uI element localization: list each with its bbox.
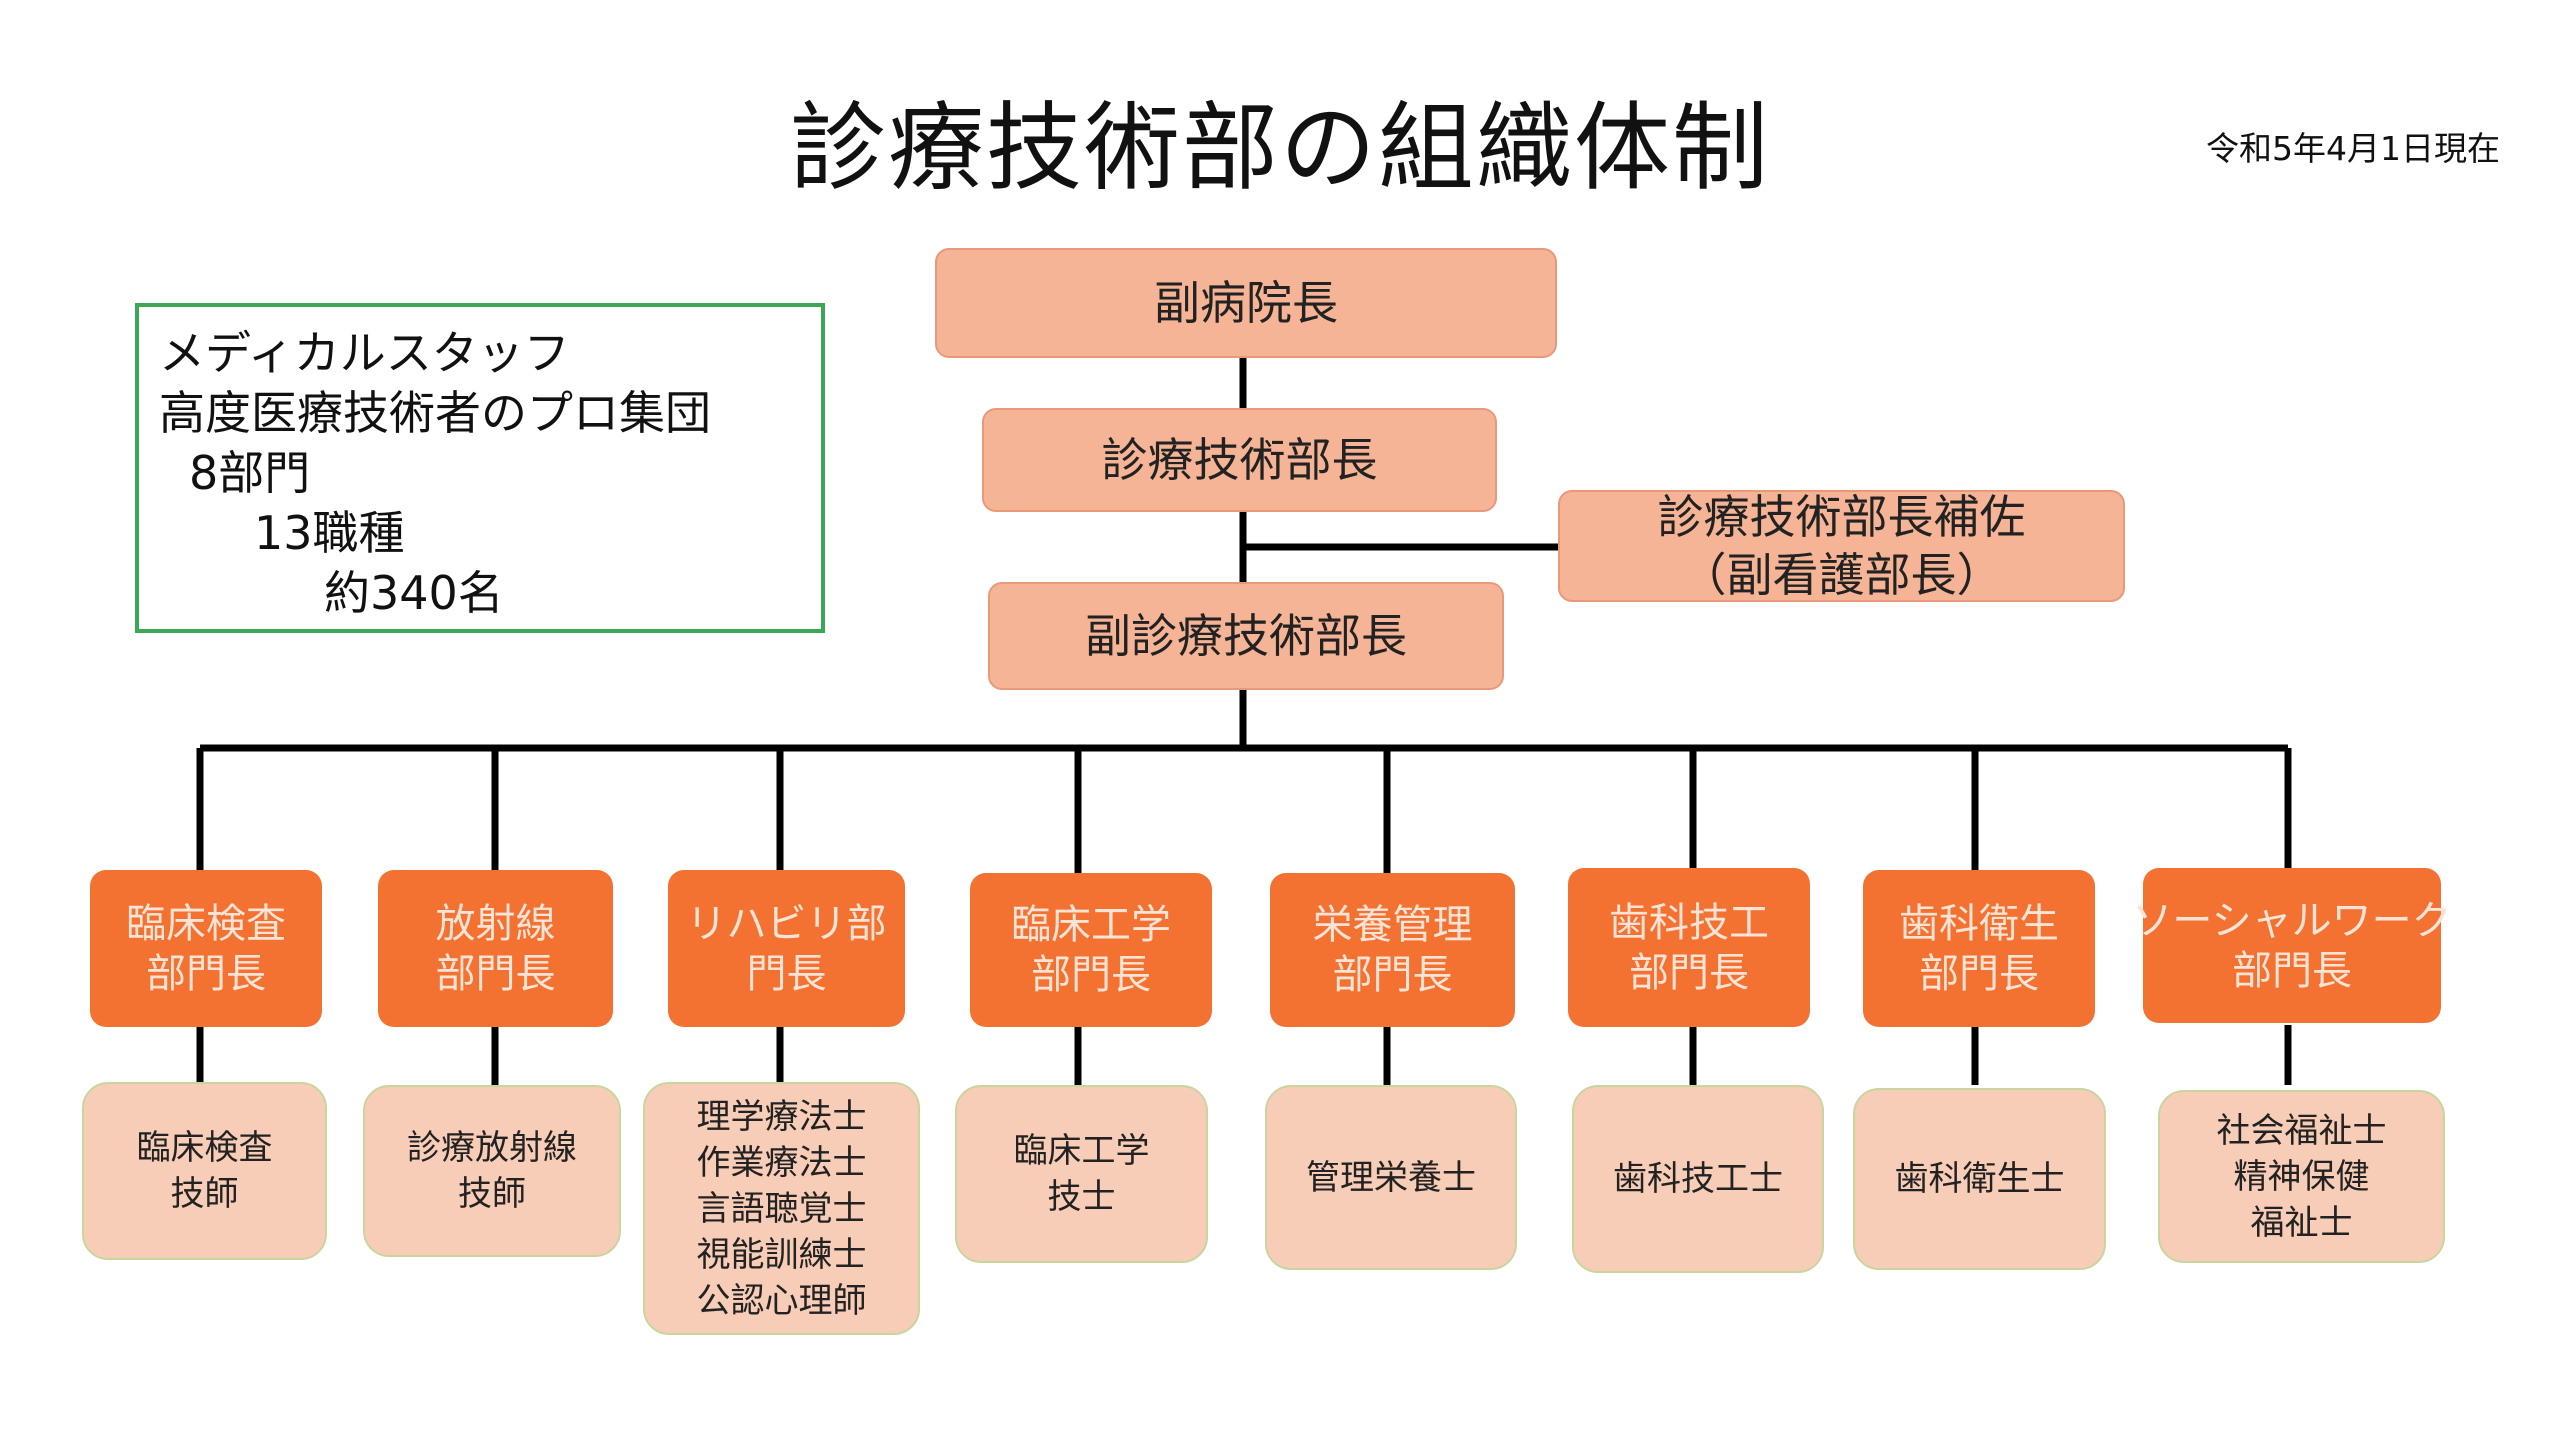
- department-head-line: 部門長: [1031, 952, 1151, 998]
- info-line-job-types: 13職種: [254, 506, 405, 560]
- department-head-line: 部門長: [1332, 952, 1453, 998]
- staff-line: 精神保健: [2233, 1156, 2370, 1197]
- staff-line: 視能訓練士: [696, 1234, 867, 1275]
- info-box: メディカルスタッフ 高度医療技術者のプロ集団 8部門 13職種 約340名: [135, 303, 825, 633]
- as-of-date: 令和5年4月1日現在: [2206, 129, 2500, 168]
- department-head-line: 歯科衛生: [1899, 900, 2059, 947]
- director-label: 診療技術部長: [1101, 433, 1378, 487]
- staff-line: 技士: [1047, 1177, 1116, 1217]
- department-head-line: 歯科技工: [1609, 899, 1769, 946]
- staff-clinical-lab: 臨床検査 技師: [82, 1082, 327, 1260]
- department-head-line: 臨床工学: [1011, 902, 1171, 948]
- deputy-director-box: 副診療技術部長: [988, 582, 1504, 690]
- department-head-rehabilitation: リハビリ部 門長: [668, 870, 905, 1027]
- department-head-clinical-engineering: 臨床工学 部門長: [970, 873, 1212, 1027]
- staff-nutrition: 管理栄養士: [1265, 1085, 1517, 1270]
- department-head-line: 部門長: [1919, 950, 2039, 997]
- staff-line: 福祉士: [2250, 1202, 2353, 1243]
- staff-social-work: 社会福祉士 精神保健 福祉士: [2158, 1090, 2445, 1263]
- staff-line: 歯科衛生士: [1894, 1159, 2065, 1199]
- staff-line: 臨床工学: [1013, 1131, 1150, 1171]
- department-head-dental-technology: 歯科技工 部門長: [1568, 868, 1810, 1027]
- info-line-headcount: 約340名: [324, 566, 504, 620]
- staff-line: 作業療法士: [696, 1142, 867, 1183]
- department-head-radiology: 放射線 部門長: [378, 870, 613, 1027]
- department-head-line: 部門長: [146, 950, 266, 997]
- staff-line: 歯科技工士: [1613, 1159, 1783, 1199]
- staff-line: 技師: [170, 1174, 239, 1214]
- page-title: 診療技術部の組織体制: [790, 92, 1770, 204]
- department-head-line: 放射線: [435, 900, 556, 947]
- department-head-line: 部門長: [1629, 949, 1749, 996]
- assistant-director-sublabel: （副看護部長）: [1680, 548, 2003, 602]
- department-head-line: 臨床検査: [126, 900, 286, 947]
- staff-rehabilitation: 理学療法士 作業療法士 言語聴覚士 視能訓練士 公認心理師: [643, 1082, 920, 1335]
- deputy-director-label: 副診療技術部長: [1085, 609, 1407, 663]
- department-head-dental-hygiene: 歯科衛生 部門長: [1863, 870, 2095, 1027]
- vice-director-label: 副病院長: [1154, 276, 1338, 330]
- staff-dental-technology: 歯科技工士: [1572, 1085, 1824, 1273]
- assistant-director-label: 診療技術部長補佐: [1657, 490, 2026, 544]
- staff-line: 社会福祉士: [2216, 1110, 2387, 1151]
- department-head-social-work: ソーシャルワーク 部門長: [2132, 868, 2452, 1023]
- info-line-description: 高度医療技術者のプロ集団: [159, 386, 711, 440]
- staff-line: 管理栄養士: [1306, 1157, 1476, 1198]
- info-line-departments: 8部門: [189, 446, 311, 500]
- staff-radiology: 診療放射線 技師: [363, 1085, 621, 1257]
- department-head-line: 門長: [746, 950, 827, 997]
- staff-line: 技師: [458, 1174, 526, 1214]
- staff-clinical-engineering: 臨床工学 技士: [955, 1085, 1208, 1263]
- department-head-line: 部門長: [435, 950, 556, 997]
- staff-line: 理学療法士: [696, 1096, 867, 1137]
- info-line-staff: メディカルスタッフ: [159, 326, 570, 380]
- staff-line: 診療放射線: [407, 1128, 577, 1168]
- department-head-line: 部門長: [2232, 947, 2352, 994]
- staff-line: 臨床検査: [136, 1128, 273, 1168]
- staff-line: 言語聴覚士: [696, 1188, 867, 1229]
- staff-line: 公認心理師: [696, 1280, 867, 1321]
- department-head-line: 栄養管理: [1312, 902, 1473, 948]
- vice-director-box: 副病院長: [935, 248, 1557, 358]
- department-head-line: ソーシャルワーク: [2132, 897, 2452, 944]
- staff-dental-hygiene: 歯科衛生士: [1853, 1088, 2106, 1270]
- director-box: 診療技術部長: [982, 408, 1497, 512]
- assistant-director-box: 診療技術部長補佐 （副看護部長）: [1558, 490, 2125, 602]
- department-head-nutrition: 栄養管理 部門長: [1270, 873, 1515, 1027]
- department-head-clinical-lab: 臨床検査 部門長: [90, 870, 322, 1027]
- department-head-line: リハビリ部: [686, 900, 887, 947]
